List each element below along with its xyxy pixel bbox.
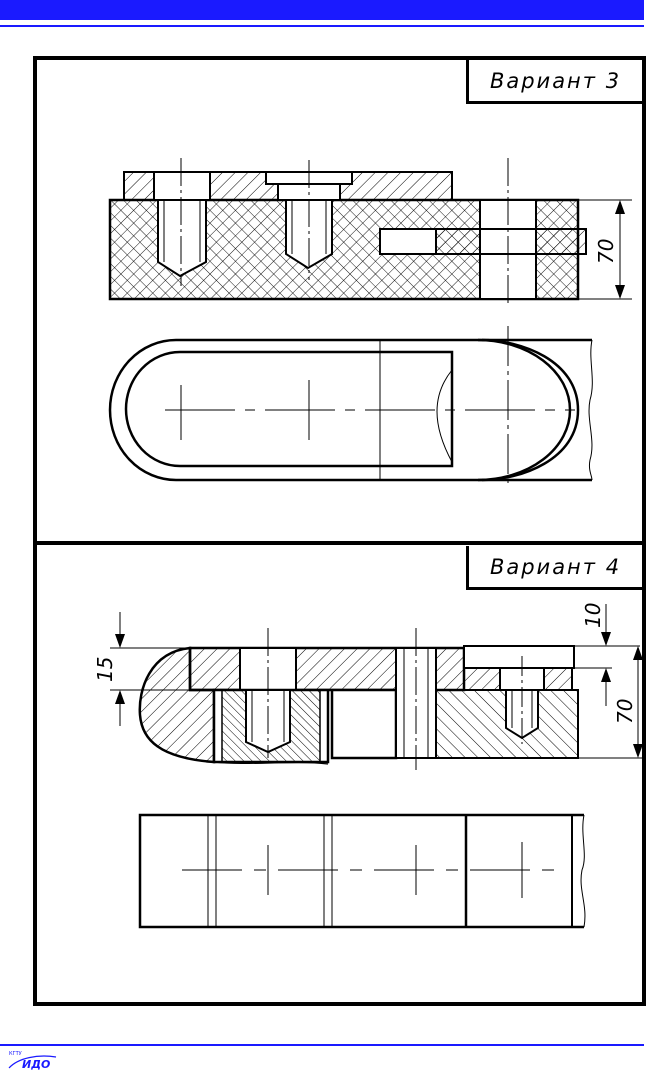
v3-dimension: 70 — [578, 199, 632, 300]
v3-plan-view — [108, 326, 593, 488]
ido-logo: КГТУ ИДО — [8, 1051, 57, 1070]
v4-top-dimension: 10 — [581, 603, 605, 628]
v4-section-view — [138, 628, 579, 770]
header-rule — [0, 25, 644, 27]
svg-text:КГТУ: КГТУ — [9, 1051, 22, 1057]
v4-dimensions: 15 10 70 — [93, 603, 646, 759]
v4-plan-view — [138, 813, 586, 929]
variant-3-title: Вариант 3 — [466, 60, 642, 104]
v4-left-dimension: 15 — [93, 657, 117, 682]
footer-rule — [0, 1044, 644, 1046]
v4-height-dimension: 70 — [613, 699, 637, 724]
header-bar — [0, 0, 644, 20]
drawing-frame — [33, 56, 646, 1006]
variant-4-title: Вариант 4 — [466, 546, 642, 590]
frame-divider — [33, 541, 646, 545]
svg-text:ИДО: ИДО — [22, 1058, 50, 1070]
v3-section-view — [108, 158, 587, 306]
v3-height-dimension: 70 — [594, 239, 618, 264]
